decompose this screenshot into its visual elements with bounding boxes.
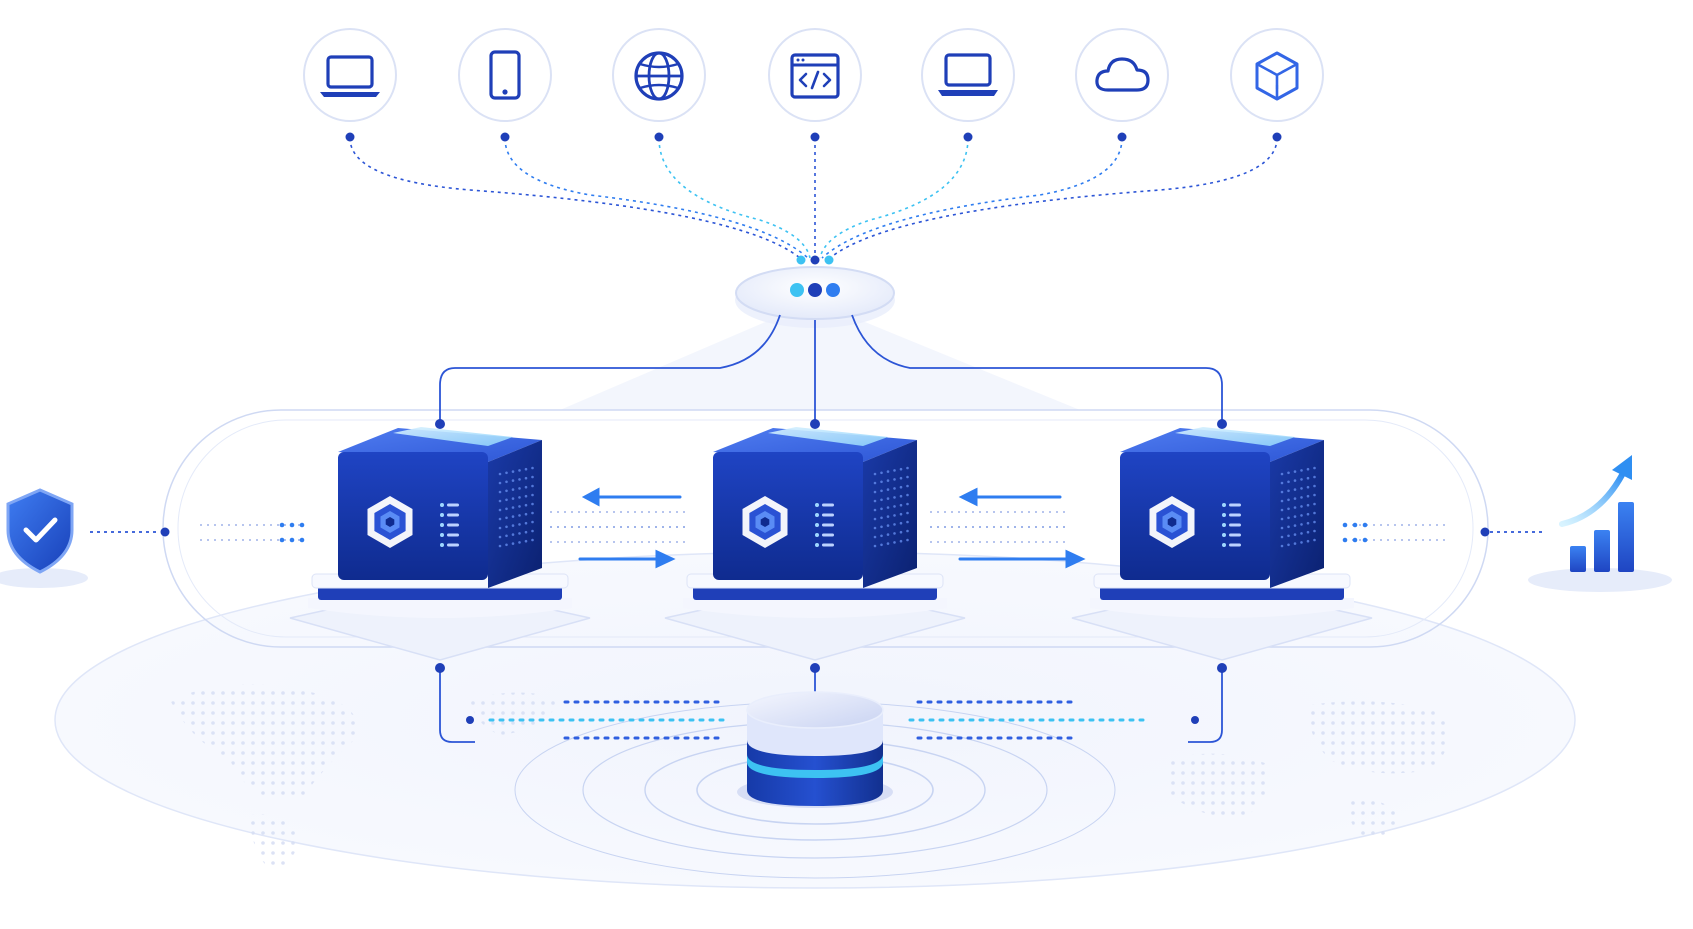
flow-arrows (578, 487, 1086, 569)
growth-chart-icon (1528, 455, 1672, 592)
cloud-icon (1075, 28, 1169, 122)
server-node-icon (1071, 427, 1373, 661)
load-balancer-hub (735, 266, 895, 328)
server-nodes (289, 427, 1373, 661)
hub-beam (560, 320, 1080, 410)
chart-link-dot (1480, 527, 1490, 537)
server-node-icon (289, 427, 591, 661)
side-dotted-streams (200, 511, 1445, 543)
code-window-icon (768, 28, 862, 122)
client-connections (349, 137, 1278, 259)
laptop-icon (303, 28, 397, 122)
shield-link-dot (160, 527, 170, 537)
laptop-icon (921, 28, 1015, 122)
globe-icon (612, 28, 706, 122)
client-connection-dots (345, 132, 1282, 142)
tablet-icon (458, 28, 552, 122)
hub-server-links (439, 314, 1223, 424)
cube-icon (1230, 28, 1324, 122)
shield-check-icon (0, 488, 88, 588)
db-link-dots (435, 663, 1227, 724)
server-node-icon (664, 427, 966, 661)
world-map-dots (170, 684, 1448, 870)
side-stream-blue-dots (279, 522, 1368, 543)
database-icon (737, 691, 893, 808)
client-icon-row (303, 28, 1324, 122)
hub-inlet-dots (796, 255, 834, 265)
database-data-streams (488, 700, 1152, 740)
server-link-dots (435, 419, 1227, 429)
